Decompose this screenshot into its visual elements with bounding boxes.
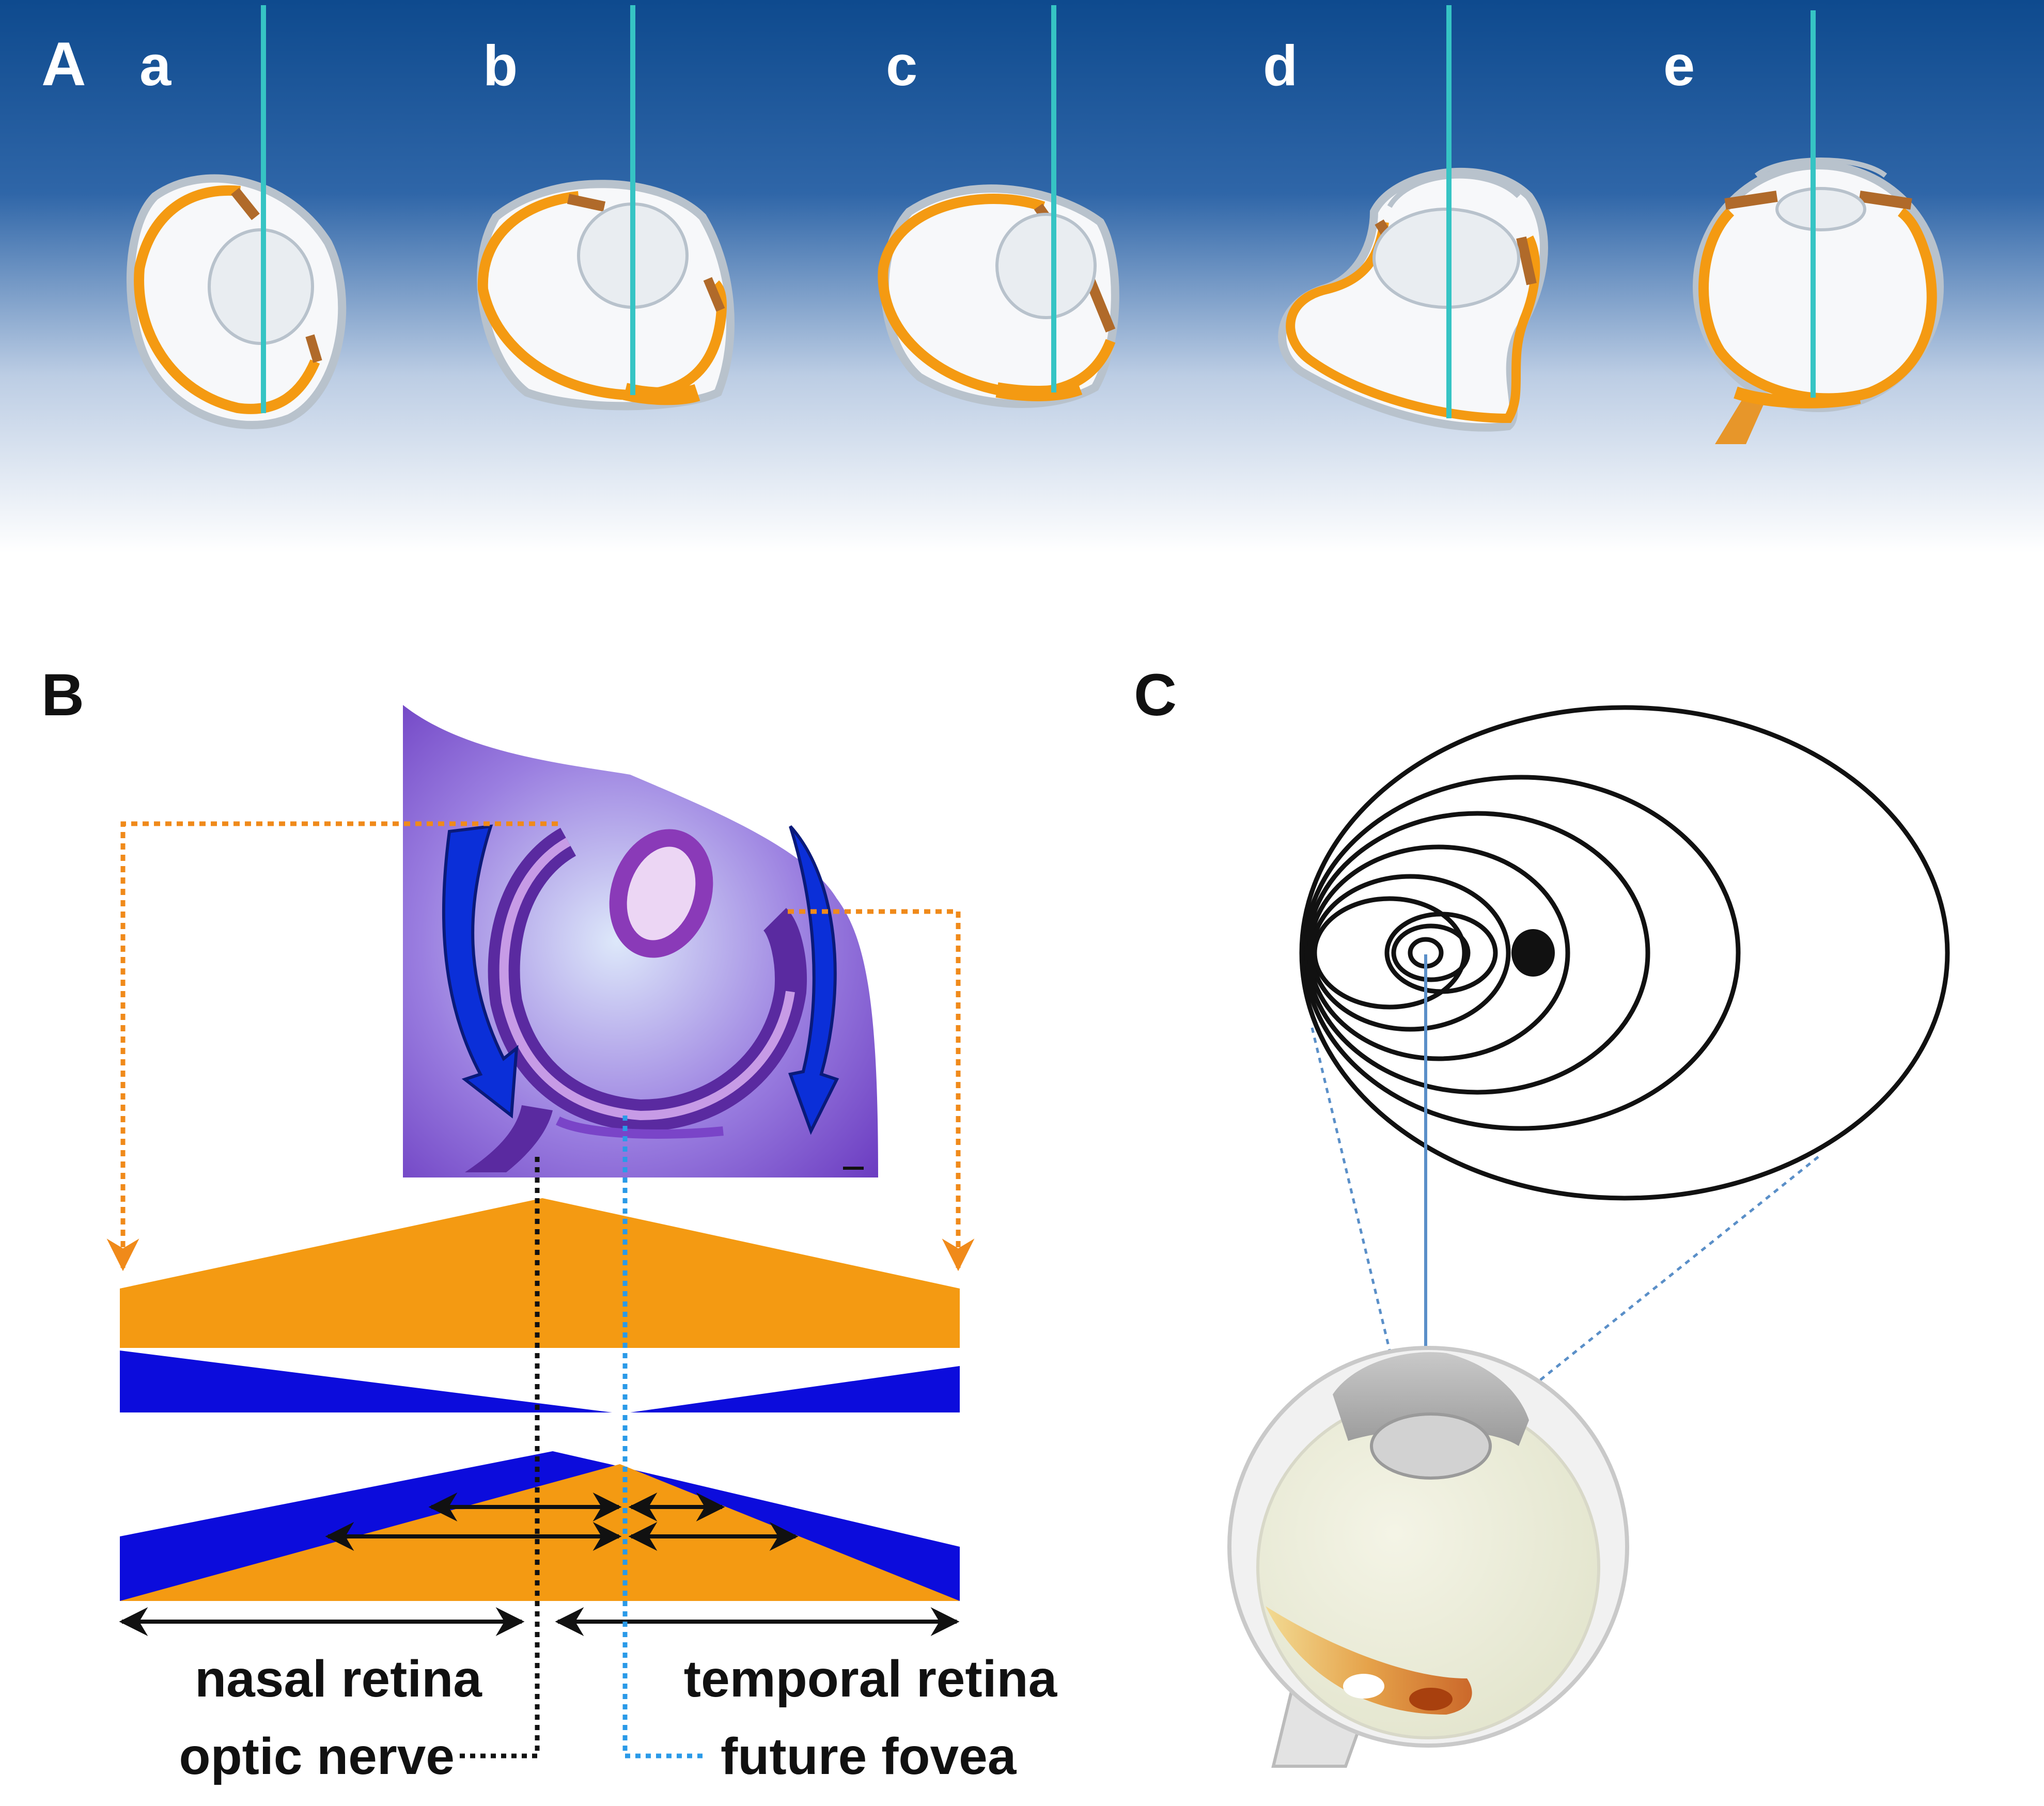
panel-c: C: [1134, 662, 1950, 1768]
stage-c-eye: [878, 184, 1119, 408]
optic-stalk: [465, 1105, 553, 1172]
left-dotted-connector: [106, 821, 558, 1271]
orange-gradient-band: [120, 1198, 960, 1348]
isopter-6: [1312, 896, 1467, 1010]
blind-spot: [1511, 929, 1555, 977]
stage-a-retina: [134, 185, 320, 414]
stage-e-lens: [1775, 187, 1866, 231]
fovea-dotted-line: [622, 1116, 703, 1758]
retina-macula: [1266, 1606, 1472, 1715]
combined-band-arrows: [325, 1493, 799, 1551]
isopter-9: [1391, 923, 1471, 982]
optic-nerve-label: optic nerve: [179, 1728, 455, 1785]
temporal-retina-label: temporal retina: [684, 1650, 1058, 1708]
panel-a-label: A: [41, 29, 86, 99]
optic-nerve-dotted-line: [460, 1157, 540, 1758]
panel-c-label: C: [1134, 662, 1177, 728]
stage-b-retina: [477, 191, 727, 401]
isopter-2: [1302, 775, 1741, 1131]
stage-d-eye: [1278, 167, 1548, 432]
nasal-retina-label: nasal retina: [195, 1650, 482, 1708]
stage-b-eye: [477, 180, 735, 411]
stage-d-label: d: [1263, 34, 1298, 98]
right-dotted-connector: [788, 909, 975, 1271]
isopter-5: [1309, 874, 1511, 1032]
fovea-spot: [1409, 1688, 1453, 1710]
panel-a: A a b c: [0, 0, 2044, 553]
stage-b-label: b: [483, 34, 518, 98]
stage-d-retina: [1286, 221, 1540, 423]
isopter-3: [1304, 811, 1650, 1095]
cornea-iris: [1333, 1352, 1529, 1446]
right-fold-arrow: [788, 825, 839, 1135]
isopter-1: [1299, 705, 1950, 1201]
lens-vesicle: [609, 829, 713, 958]
panel-b: B: [41, 662, 1058, 1785]
stage-e-label: e: [1663, 34, 1695, 98]
visual-axis-lines: [261, 5, 1816, 418]
stage-e-optic-nerve: [1715, 398, 1767, 444]
left-fold-arrow: [442, 824, 519, 1119]
eyeball-illustration: [1227, 1346, 1629, 1768]
stage-c-label: c: [886, 34, 917, 98]
isopter-8: [1384, 912, 1498, 994]
histology-section: [403, 705, 878, 1177]
stage-a-label: a: [139, 34, 171, 98]
stage-e-eye: [1693, 158, 1944, 444]
optic-disc: [1343, 1674, 1384, 1699]
blue-gradient-band-left: [120, 1350, 612, 1412]
isopter-4: [1307, 844, 1570, 1061]
stage-c-lens: [995, 213, 1097, 319]
panel-b-label: B: [41, 662, 84, 728]
stage-a-eye: [126, 174, 347, 429]
visual-field-isopters: [1299, 705, 1950, 1201]
lens: [1370, 1412, 1492, 1480]
blue-gradient-band-right: [630, 1366, 960, 1412]
future-fovea-label: future fovea: [721, 1728, 1017, 1785]
